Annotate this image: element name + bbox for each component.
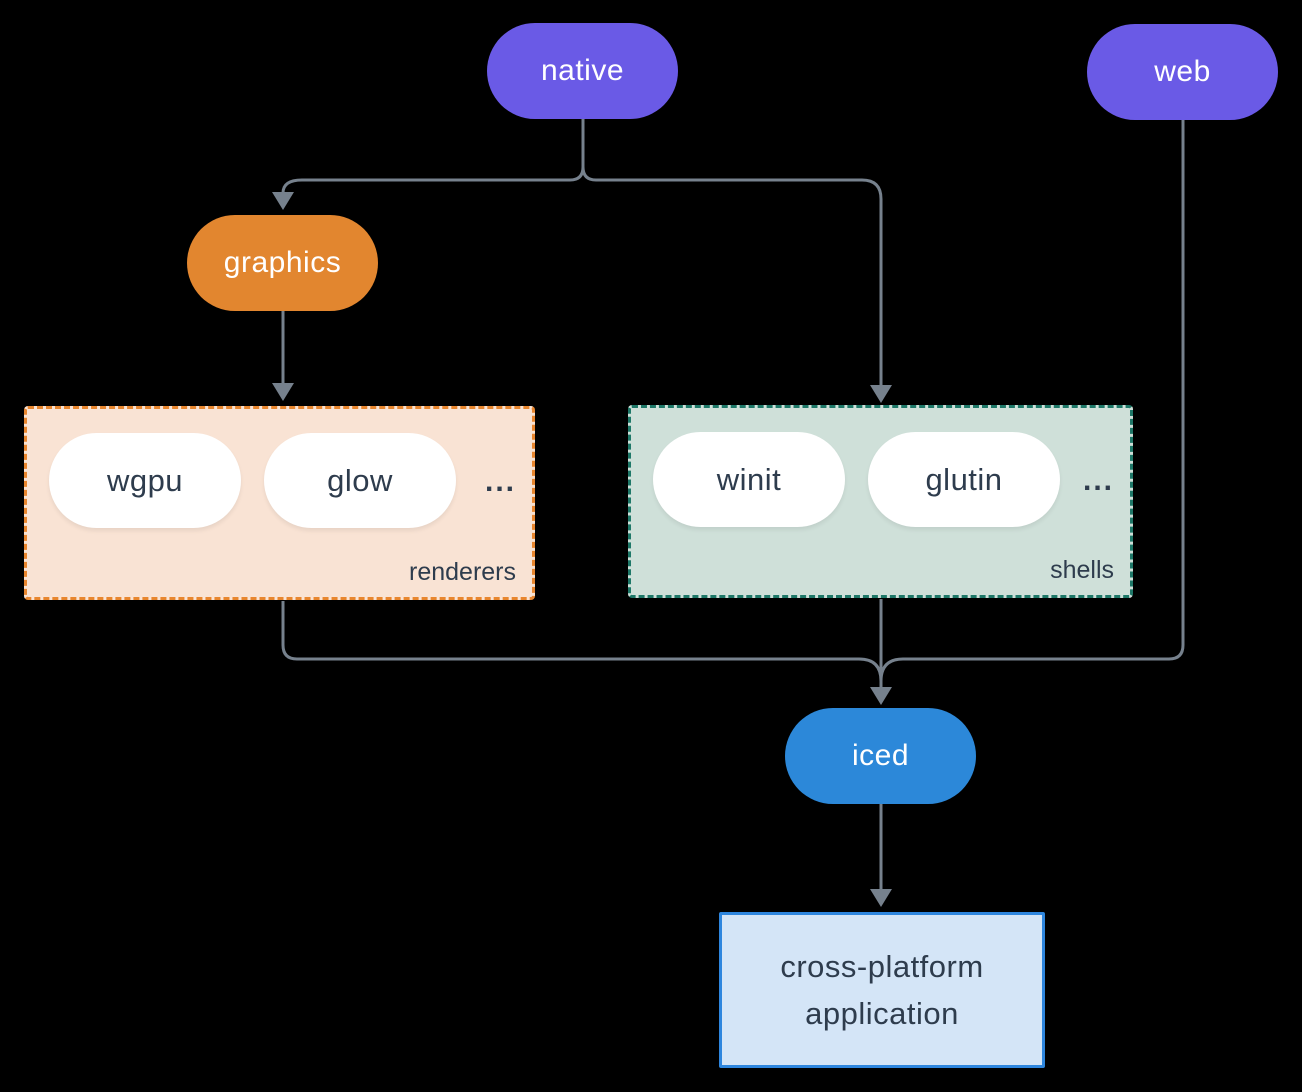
node-web-label: web xyxy=(1154,55,1211,88)
node-winit-label: winit xyxy=(716,461,782,497)
renderers-group-label: renderers xyxy=(409,558,516,586)
edge-web-iced xyxy=(879,119,1185,682)
node-wgpu: wgpu xyxy=(49,433,241,528)
shells-group-label: shells xyxy=(1050,556,1114,584)
app-label-line1: cross-platform xyxy=(780,949,984,984)
edge-native-graphics xyxy=(281,119,585,194)
node-iced: iced xyxy=(785,708,976,804)
arrowhead-into-graphics xyxy=(272,192,294,210)
node-graphics-label: graphics xyxy=(223,246,342,279)
node-winit: winit xyxy=(653,432,845,527)
group-renderers: wgpu glow ... renderers xyxy=(24,406,535,600)
node-glow: glow xyxy=(264,433,456,528)
node-graphics: graphics xyxy=(187,215,378,311)
edge-native-shells xyxy=(581,119,883,386)
node-glow-label: glow xyxy=(327,462,393,498)
node-glutin: glutin xyxy=(868,432,1060,527)
node-iced-label: iced xyxy=(851,739,910,772)
arrowhead-into-shells xyxy=(870,385,892,403)
shells-ellipsis: ... xyxy=(1082,464,1114,497)
node-glutin-label: glutin xyxy=(925,461,1003,497)
node-native-label: native xyxy=(540,54,625,87)
arrowhead-into-renderers xyxy=(272,383,294,401)
edge-renderers-iced xyxy=(281,601,883,682)
arrowhead-into-iced xyxy=(870,687,892,705)
node-web: web xyxy=(1087,24,1278,120)
app-label-line2: application xyxy=(805,996,959,1031)
node-wgpu-label: wgpu xyxy=(106,462,184,498)
group-shells: winit glutin ... shells xyxy=(628,405,1133,598)
cross-platform-application-box: cross-platform application xyxy=(719,912,1045,1068)
node-native: native xyxy=(487,23,678,119)
arrowhead-into-application xyxy=(870,889,892,907)
renderers-ellipsis: ... xyxy=(484,465,516,498)
